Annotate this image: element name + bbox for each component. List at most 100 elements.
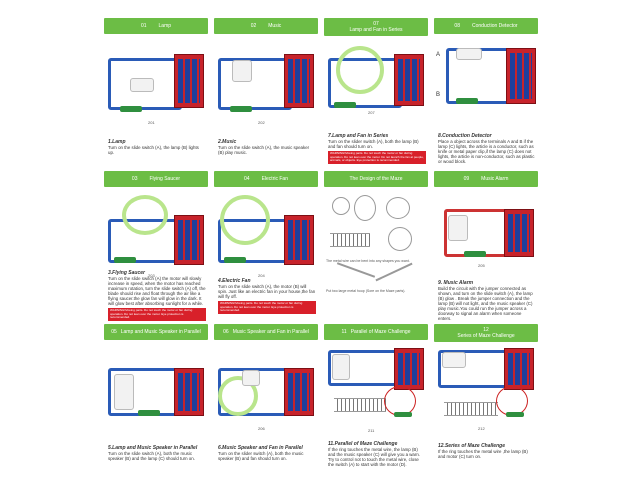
project-title: Music Speaker and Fan in Parallel bbox=[232, 329, 309, 335]
project-title: Parallel of Maze Challenge bbox=[350, 329, 411, 335]
music-speaker-module bbox=[242, 370, 260, 386]
lamp-module bbox=[442, 352, 466, 368]
circuit-diagram: 204 bbox=[214, 193, 318, 289]
fan-blade bbox=[122, 195, 168, 235]
circuit-diagram bbox=[104, 346, 208, 442]
slide-switch[interactable] bbox=[138, 410, 160, 416]
project-header: 11 Parallel of Maze Challenge bbox=[324, 324, 428, 340]
project-number: 01 bbox=[140, 23, 147, 29]
circuit-diagram: 205 bbox=[434, 193, 538, 289]
circuit-diagram: 211 bbox=[324, 346, 428, 442]
caption-title: 9. Music Alarm bbox=[438, 280, 474, 286]
project-number: 05 bbox=[111, 329, 117, 335]
slide-switch[interactable] bbox=[230, 106, 252, 112]
project-number: 06 bbox=[223, 329, 229, 335]
project-header: 09 Music Alarm bbox=[434, 171, 538, 187]
music-speaker-module bbox=[232, 60, 252, 82]
maze-wand bbox=[375, 262, 413, 282]
project-header: 02 Music bbox=[214, 18, 318, 34]
caption-title: 5.Lamp and Music Speaker in Parallel bbox=[108, 445, 198, 451]
project-number: 12 bbox=[483, 327, 489, 333]
maze-wire-coil bbox=[334, 398, 386, 412]
project-number: 08 bbox=[454, 23, 460, 29]
caption-title: 12.Series of Maze Challenge bbox=[438, 443, 505, 449]
slide-switch[interactable] bbox=[394, 412, 412, 417]
caption-text: If the ring touches the metal wire, the … bbox=[328, 447, 420, 467]
caption-text: Turn on the slide switch (A), the lamp (… bbox=[108, 145, 199, 155]
slide-switch[interactable] bbox=[464, 251, 486, 257]
project-header: 06 Music Speaker and Fan in Parallel bbox=[214, 324, 318, 340]
project-card-parallel-maze: 11 Parallel of Maze Challenge 211 11.Par… bbox=[324, 324, 428, 474]
project-caption: 8.Conduction Detector Place a object acr… bbox=[438, 133, 536, 165]
fan-blade bbox=[336, 46, 384, 94]
caption-title: 2.Music bbox=[218, 139, 237, 145]
maze-wire-diagram: The metal wire can be bent into any shap… bbox=[324, 193, 428, 313]
project-title: Music bbox=[268, 23, 282, 29]
slide-switch[interactable] bbox=[334, 102, 356, 108]
maze-note: The metal wire can be bent into any shap… bbox=[326, 259, 410, 263]
maze-wire-loop bbox=[386, 197, 410, 219]
slide-switch[interactable] bbox=[114, 257, 136, 263]
project-header: 12 Series of Maze Challenge bbox=[434, 324, 538, 342]
terminal-label-a: A bbox=[436, 52, 441, 58]
warning-box: WARNING!Moving parts. Do not touch the m… bbox=[328, 151, 426, 164]
project-title: Lamp bbox=[158, 23, 172, 29]
warning-box: WARNING!Moving parts. Do not touch the m… bbox=[218, 301, 316, 314]
fan-blade bbox=[220, 195, 270, 245]
caption-title: 7.Lamp and Fan in Series bbox=[328, 133, 389, 139]
project-card-lamp: 01 Lamp 201 1.Lamp Turn on the slide swi… bbox=[104, 18, 208, 168]
project-header: 01 Lamp bbox=[104, 18, 208, 34]
fan-blade bbox=[218, 376, 258, 416]
project-caption: 12.Series of Maze Challenge If the ring … bbox=[438, 443, 536, 460]
caption-title: 8.Conduction Detector bbox=[438, 133, 492, 139]
caption-text: Place a object across the terminals A an… bbox=[438, 139, 535, 164]
project-card-lamp-speaker-parallel: 05 Lamp and Music Speaker in Parallel 5.… bbox=[104, 324, 208, 474]
maze-wand bbox=[336, 262, 376, 278]
project-title: The Design of the Maze bbox=[349, 176, 403, 182]
project-header: The Design of the Maze bbox=[324, 171, 428, 187]
battery-pack bbox=[504, 348, 534, 390]
caption-text: If the ring touches the metal wire ,the … bbox=[438, 449, 528, 459]
project-title: Series of Maze Challenge bbox=[457, 333, 515, 339]
project-card-music-alarm: 09 Music Alarm 205 9. Music Alarm Build … bbox=[434, 171, 538, 321]
project-number: 03 bbox=[131, 176, 138, 182]
project-title: Lamp and Music Speaker in Parallel bbox=[120, 329, 201, 335]
figure-number: 211 bbox=[368, 428, 375, 433]
project-header: 05 Lamp and Music Speaker in Parallel bbox=[104, 324, 208, 340]
caption-text: Build the circuit with the jumper connec… bbox=[438, 286, 533, 321]
terminal-label-b: B bbox=[436, 92, 441, 98]
project-caption: 1.Lamp Turn on the slide switch (A), the… bbox=[108, 140, 206, 156]
slide-switch[interactable] bbox=[120, 106, 142, 112]
project-caption: 5.Lamp and Music Speaker in Parallel Tur… bbox=[108, 445, 206, 462]
project-number: 07 bbox=[373, 21, 379, 27]
circuit-diagram: 203 bbox=[104, 193, 208, 289]
project-caption: 7.Lamp and Fan in Series Turn on the sli… bbox=[328, 134, 426, 164]
caption-text: Turn on the slide switch (A), the motor … bbox=[218, 284, 316, 299]
figure-number: 205 bbox=[478, 263, 485, 268]
figure-number: 212 bbox=[478, 426, 485, 431]
slide-switch[interactable] bbox=[224, 257, 246, 263]
figure-number: 203 bbox=[148, 273, 155, 278]
project-number: 02 bbox=[250, 23, 257, 29]
battery-pack bbox=[284, 54, 314, 108]
project-caption: 11.Parallel of Maze Challenge If the rin… bbox=[328, 442, 426, 468]
project-card-electric-fan: 04 Electric Fan 204 4.Electric Fan Turn … bbox=[214, 171, 318, 321]
battery-pack bbox=[394, 348, 424, 390]
project-title: Flying Saucer bbox=[149, 176, 181, 182]
maze-wire-coil bbox=[444, 402, 498, 416]
project-header: 08 Conduction Detector bbox=[434, 18, 538, 34]
project-caption: 6.Music Speaker and Fan in Parallel Turn… bbox=[218, 446, 316, 462]
figure-number: 207 bbox=[368, 110, 375, 115]
caption-text: Turn on the slide switch (A), the music … bbox=[218, 145, 310, 155]
figure-number: 201 bbox=[148, 120, 155, 125]
music-speaker-module bbox=[332, 354, 350, 380]
circuit-diagram: 212 bbox=[434, 346, 538, 442]
project-title: Electric Fan bbox=[261, 176, 288, 182]
project-card-maze-design: The Design of the Maze The metal wire ca… bbox=[324, 171, 428, 321]
circuit-diagram: 201 bbox=[104, 40, 208, 136]
maze-wire-loop bbox=[332, 197, 350, 215]
project-card-music: 02 Music 202 2.Music Turn on the slide s… bbox=[214, 18, 318, 168]
slide-switch[interactable] bbox=[456, 98, 478, 104]
project-title: Conduction Detector bbox=[471, 23, 518, 29]
slide-switch[interactable] bbox=[506, 412, 524, 417]
